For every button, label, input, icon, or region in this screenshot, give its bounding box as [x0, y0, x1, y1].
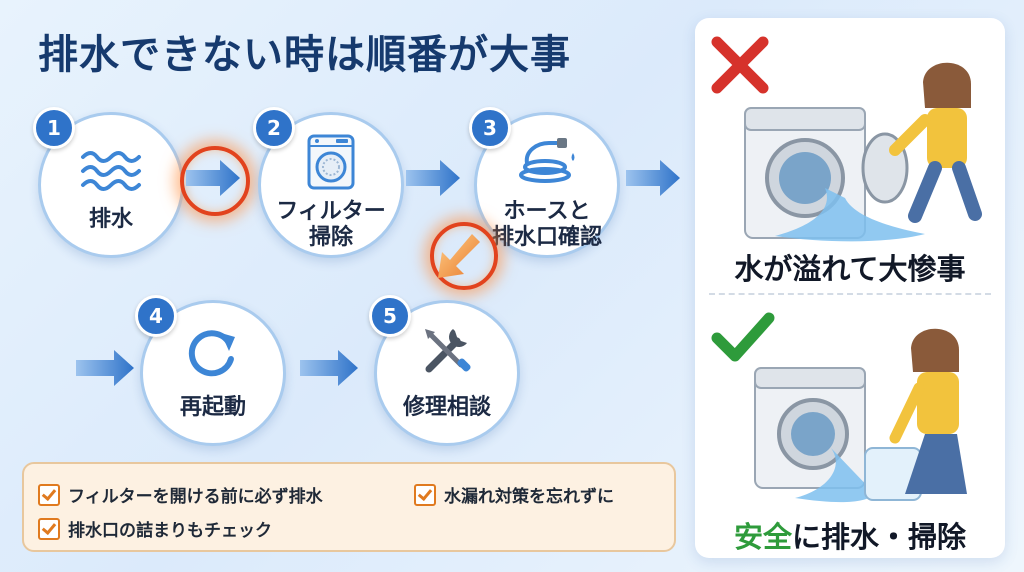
tip-text: フィルターを開ける前に必ず排水 [68, 487, 323, 507]
good-example-caption: 安全に排水・掃除 [695, 514, 1005, 556]
arrow-right-icon [626, 160, 680, 196]
tip-item: 水漏れ対策を忘れずに [414, 482, 614, 507]
overflowing-washer-illustration [744, 62, 982, 242]
step-1-drain: 1 排水 [33, 107, 184, 258]
hose-icon [515, 133, 579, 193]
safe-drain-illustration [754, 328, 967, 503]
bad-example-caption: 水が溢れて大惨事 [734, 252, 966, 286]
arrow-right-icon [76, 350, 134, 386]
good-example-caption-rest: に排水・掃除 [792, 520, 967, 554]
arrow-right-icon [300, 350, 358, 386]
good-example-caption-highlight: 安全 [733, 520, 792, 554]
step-1-number: 1 [33, 107, 75, 149]
step-2-label: フィルター 掃除 [276, 199, 386, 250]
arrow-right-icon [406, 160, 460, 196]
step-4-number: 4 [135, 295, 177, 337]
example-panel: 水が溢れて大惨事 安全に排水・掃除 [695, 18, 1005, 558]
step-1-label: 排水 [88, 207, 133, 232]
highlight-ring-arrow-3 [430, 222, 498, 290]
step-2-number: 2 [253, 107, 295, 149]
water-waves-icon [79, 147, 143, 199]
tools-icon [417, 321, 477, 385]
tip-item: 排水口の詰まりもチェック [38, 516, 272, 541]
checkbox-icon [38, 483, 60, 506]
checkbox-icon [38, 517, 60, 540]
step-5-number: 5 [369, 295, 411, 337]
tip-text: 排水口の詰まりもチェック [68, 521, 272, 541]
step-2-filter-clean: 2 フィルター 掃除 [253, 107, 404, 258]
arrow-right-icon [186, 160, 240, 196]
highlight-ring-arrow-1 [180, 146, 250, 216]
checkbox-icon [414, 483, 436, 506]
step-5-label: 修理相談 [402, 395, 491, 420]
tip-text: 水漏れ対策を忘れずに [444, 487, 614, 507]
step-3-number: 3 [469, 107, 511, 149]
tips-box: フィルターを開ける前に必ず排水 水漏れ対策を忘れずに 排水口の詰まりもチェック [22, 462, 676, 552]
cross-icon [711, 36, 769, 94]
step-4-restart: 4 再起動 [135, 295, 286, 446]
tip-item: フィルターを開ける前に必ず排水 [38, 482, 323, 507]
step-3-hose-drain-check: 3 ホースと 排水口確認 [469, 107, 620, 258]
panel-divider [709, 293, 991, 295]
step-5-repair-consult: 5 修理相談 [369, 295, 520, 446]
step-3-label: ホースと 排水口確認 [491, 199, 602, 250]
check-icon [711, 312, 775, 362]
step-4-label: 再起動 [179, 395, 246, 420]
washing-machine-filter-icon [306, 133, 356, 195]
arrow-down-left-icon [438, 234, 480, 278]
page-title: 排水できない時は順番が大事 [38, 32, 571, 78]
restart-icon [185, 325, 241, 385]
